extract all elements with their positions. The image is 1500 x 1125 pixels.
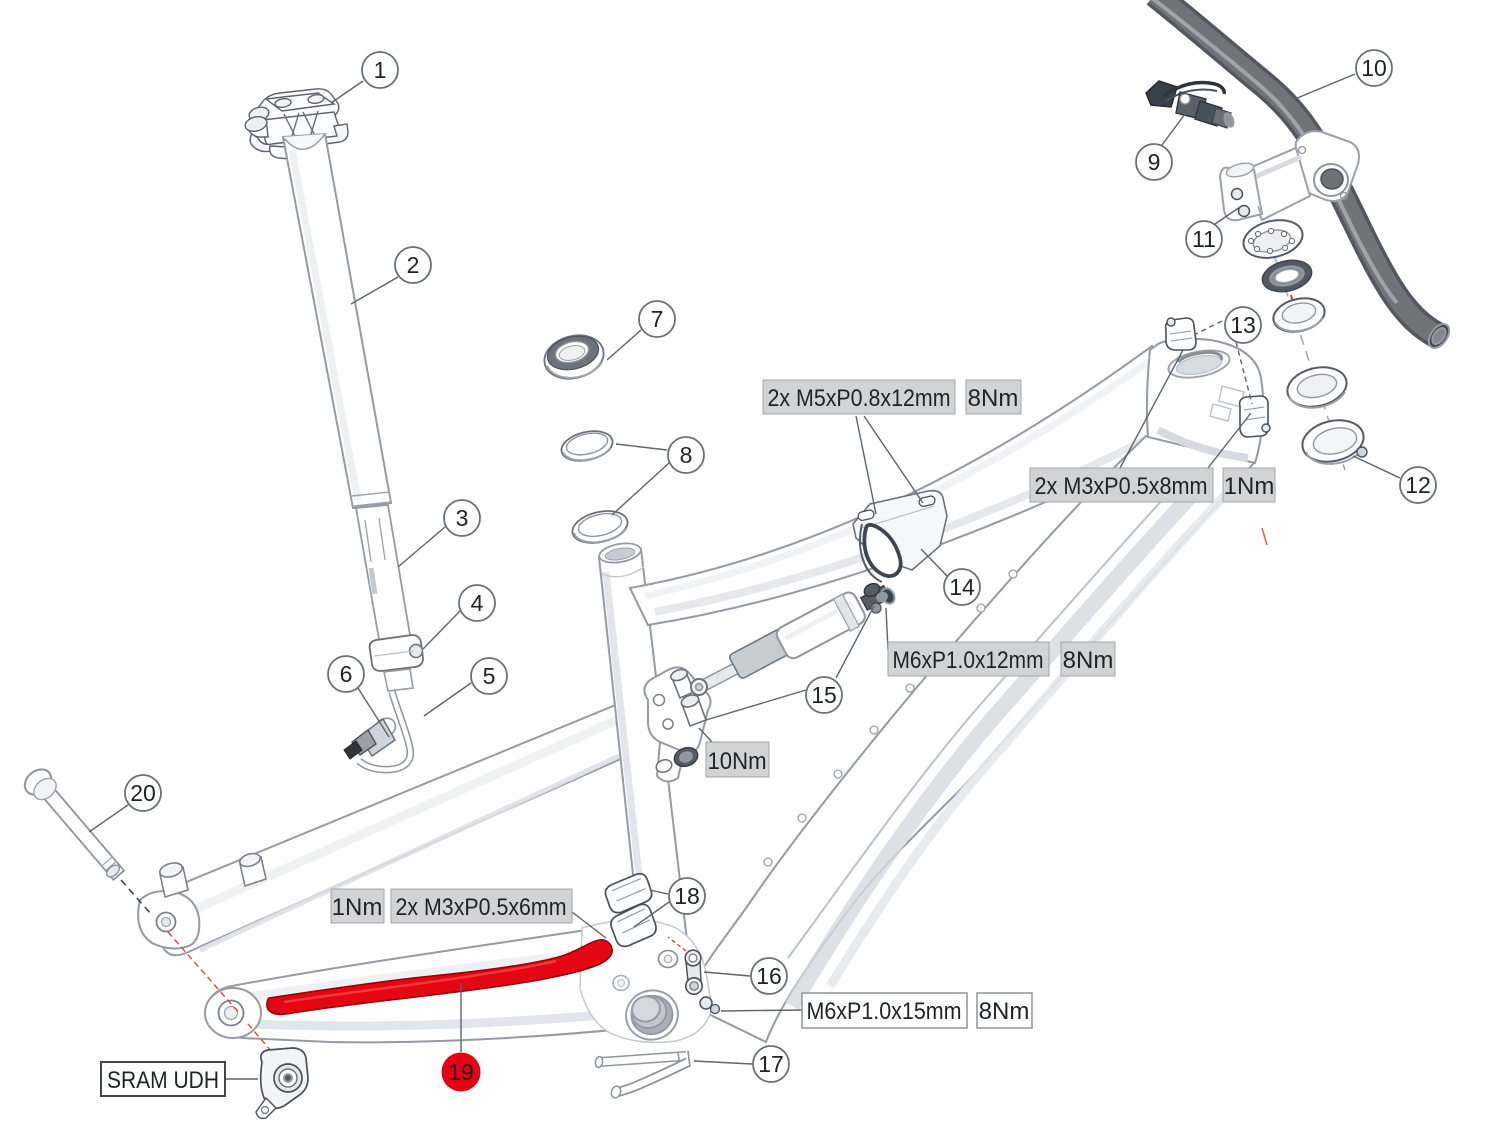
svg-text:13: 13	[1230, 312, 1256, 338]
svg-text:2x M3xP0.5x6mm: 2x M3xP0.5x6mm	[396, 894, 567, 921]
svg-text:10Nm: 10Nm	[708, 748, 767, 775]
svg-text:1Nm: 1Nm	[332, 894, 383, 921]
svg-text:12: 12	[1405, 472, 1431, 498]
svg-text:2x M5xP0.8x12mm: 2x M5xP0.8x12mm	[768, 385, 951, 412]
svg-text:2: 2	[407, 252, 420, 278]
svg-text:14: 14	[949, 574, 975, 600]
svg-text:8Nm: 8Nm	[979, 998, 1030, 1025]
svg-text:1: 1	[374, 57, 387, 83]
svg-text:7: 7	[651, 306, 664, 332]
svg-text:19: 19	[448, 1059, 474, 1085]
svg-text:M6xP1.0x12mm: M6xP1.0x12mm	[893, 647, 1044, 674]
svg-text:11: 11	[1192, 226, 1216, 252]
svg-text:3: 3	[456, 505, 469, 531]
svg-text:2x M3xP0.5x8mm: 2x M3xP0.5x8mm	[1035, 473, 1208, 500]
svg-text:4: 4	[471, 590, 484, 616]
svg-text:SRAM UDH: SRAM UDH	[107, 1067, 219, 1094]
svg-text:8Nm: 8Nm	[1063, 647, 1114, 674]
svg-text:9: 9	[1148, 149, 1161, 175]
svg-text:17: 17	[758, 1051, 784, 1077]
svg-text:16: 16	[756, 963, 782, 989]
svg-text:1Nm: 1Nm	[1224, 473, 1275, 500]
svg-text:8: 8	[680, 442, 693, 468]
svg-text:10: 10	[1361, 55, 1387, 81]
svg-text:5: 5	[483, 663, 496, 689]
svg-text:6: 6	[340, 661, 353, 687]
svg-text:15: 15	[811, 682, 837, 708]
svg-text:M6xP1.0x15mm: M6xP1.0x15mm	[807, 998, 962, 1025]
svg-text:20: 20	[130, 780, 156, 806]
svg-text:18: 18	[674, 883, 700, 909]
svg-text:8Nm: 8Nm	[968, 385, 1019, 412]
